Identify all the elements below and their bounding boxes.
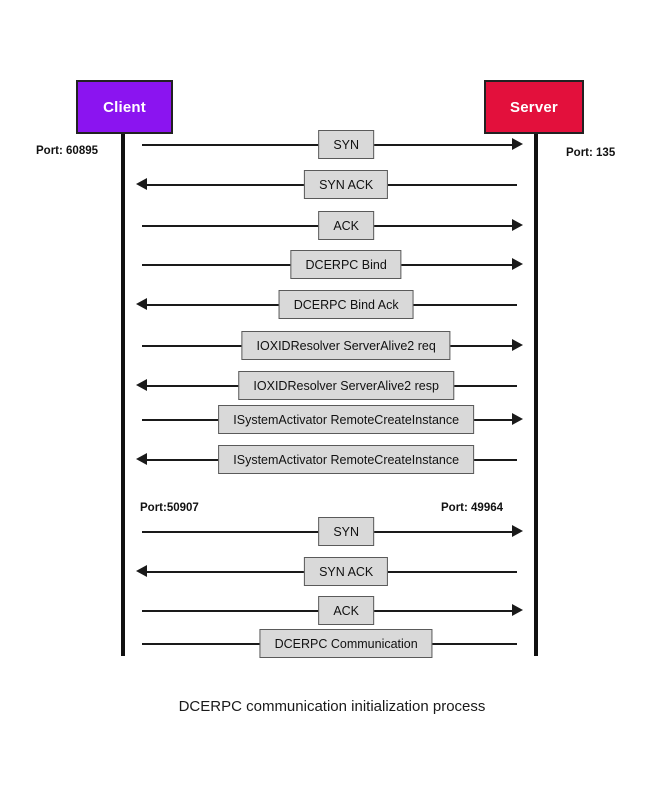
- message-row: SYN ACK: [121, 170, 538, 200]
- port-label-client-top: Port: 60895: [36, 145, 99, 157]
- server-lifeline: [534, 134, 538, 656]
- message-row: SYN: [121, 517, 538, 547]
- message-row: IOXIDResolver ServerAlive2 req: [121, 331, 538, 361]
- diagram-caption: DCERPC communication initialization proc…: [178, 698, 486, 715]
- port-label-server-top: Port: 135: [566, 147, 616, 159]
- arrow-head-right-icon: [512, 219, 523, 231]
- port-label-client-mid: Port:50907: [140, 502, 199, 514]
- message-label: SYN ACK: [304, 557, 389, 586]
- message-row: SYN: [121, 130, 538, 160]
- message-label: DCERPC Bind: [290, 250, 402, 279]
- message-row: DCERPC Bind Ack: [121, 290, 538, 320]
- message-row: DCERPC Communication: [121, 629, 538, 659]
- message-label: ISystemActivator RemoteCreateInstance: [218, 405, 475, 434]
- arrow-head-right-icon: [512, 604, 523, 616]
- message-label: ACK: [318, 211, 375, 240]
- actor-client-box: Client: [76, 80, 173, 134]
- message-row: ISystemActivator RemoteCreateInstance: [121, 445, 538, 475]
- arrow-head-right-icon: [512, 258, 523, 270]
- message-row: SYN ACK: [121, 557, 538, 587]
- message-row: ISystemActivator RemoteCreateInstance: [121, 405, 538, 435]
- message-label: ACK: [318, 596, 375, 625]
- message-label: IOXIDResolver ServerAlive2 resp: [238, 371, 454, 400]
- arrow-head-left-icon: [136, 453, 147, 465]
- message-label: SYN ACK: [304, 170, 389, 199]
- message-row: IOXIDResolver ServerAlive2 resp: [121, 371, 538, 401]
- client-lifeline: [121, 134, 125, 656]
- message-label: IOXIDResolver ServerAlive2 req: [241, 331, 451, 360]
- message-label: ISystemActivator RemoteCreateInstance: [218, 445, 475, 474]
- arrow-head-right-icon: [512, 525, 523, 537]
- message-label: DCERPC Bind Ack: [278, 290, 414, 319]
- actor-client-label: Client: [103, 98, 146, 116]
- message-label: SYN: [318, 517, 375, 546]
- message-row: ACK: [121, 211, 538, 241]
- message-row: ACK: [121, 596, 538, 626]
- message-label: SYN: [318, 130, 375, 159]
- arrow-head-right-icon: [512, 339, 523, 351]
- arrow-head-left-icon: [136, 565, 147, 577]
- arrow-head-left-icon: [136, 379, 147, 391]
- actor-server-box: Server: [484, 80, 584, 134]
- actor-server-label: Server: [510, 98, 558, 116]
- message-label: DCERPC Communication: [259, 629, 433, 658]
- arrow-head-left-icon: [136, 298, 147, 310]
- message-row: DCERPC Bind: [121, 250, 538, 280]
- arrow-head-left-icon: [136, 178, 147, 190]
- port-label-server-mid: Port: 49964: [441, 502, 504, 514]
- arrow-head-right-icon: [512, 138, 523, 150]
- arrow-head-right-icon: [512, 413, 523, 425]
